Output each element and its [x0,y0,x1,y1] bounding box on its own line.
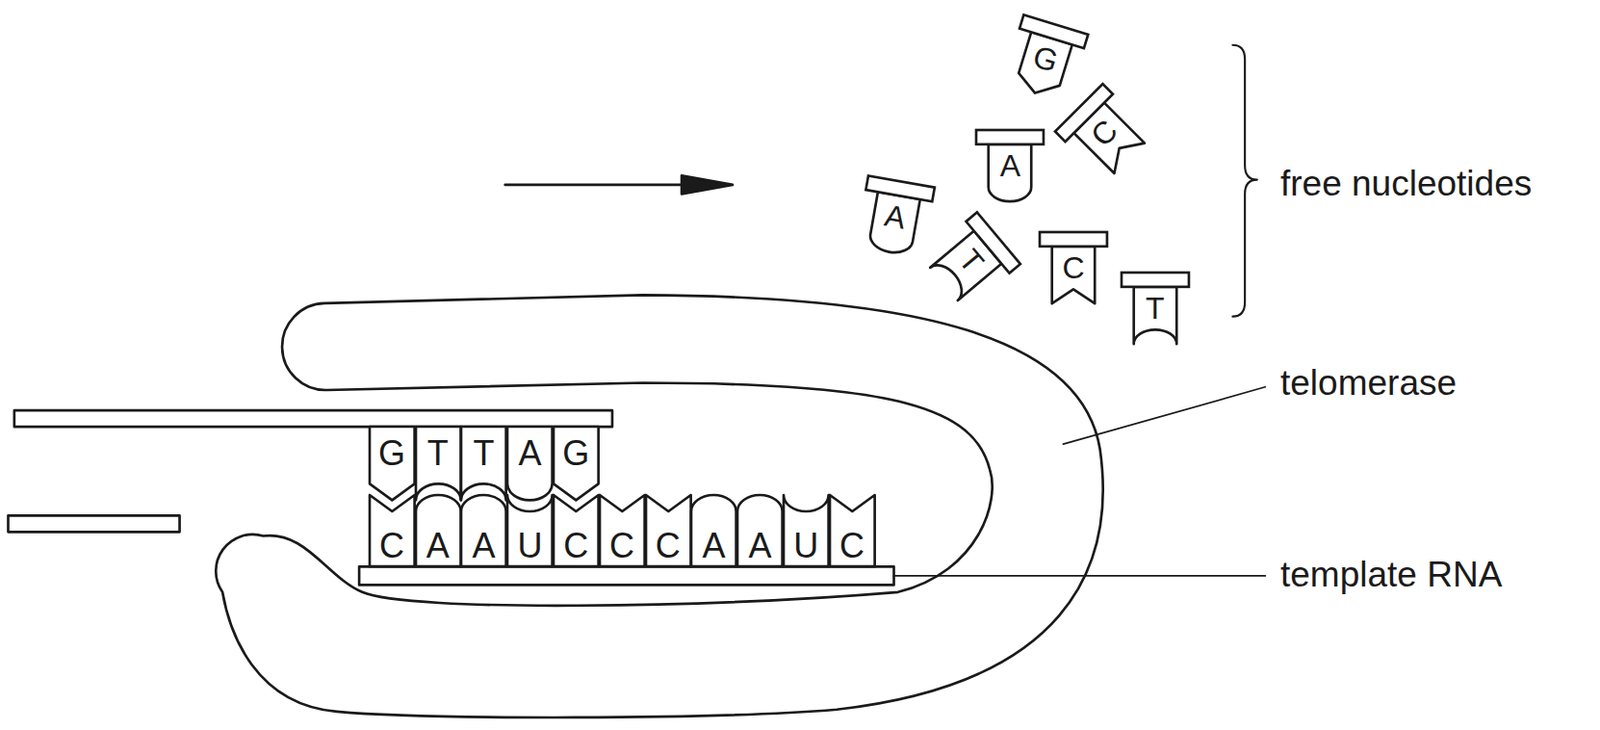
nucleotide: C [645,494,693,567]
base-letter: A [415,528,462,564]
sugar-bar [1121,272,1189,287]
base-shape [645,494,692,567]
base-group [829,494,876,567]
base-letter: T [415,436,462,471]
base-group [691,494,737,567]
nucleotide: U [783,494,830,567]
base-letter: A [691,528,737,564]
brace [1232,45,1257,317]
telomerase-outline [215,294,1103,718]
dna-strand [14,410,613,427]
base-shape [415,494,462,567]
base-group [507,494,553,567]
nucleotide: C [1055,83,1154,182]
base-shape [867,191,920,256]
rna-backbone [359,566,894,585]
base-letter: C [829,528,876,564]
base-shape [553,494,599,567]
base-letter: A [461,528,507,564]
part-label: telomerase [1280,362,1457,403]
nucleotide: G [1003,15,1089,104]
base-group [783,494,829,567]
nucleotide: C [369,494,416,567]
base-shape [599,494,646,567]
part-label: template RNA [1280,554,1502,594]
base-letter: A [507,436,553,471]
leader-line [1062,387,1265,444]
nucleotide: A [507,426,554,500]
base-group [867,191,920,256]
arrow-head [681,175,733,194]
base-group [599,494,646,567]
nucleotide: G [369,426,416,500]
nucleotide: A [691,494,738,567]
base-shape [507,426,553,500]
part-label: free nucleotides [1280,163,1532,204]
base-shape [783,494,829,567]
base-shape [461,426,507,500]
base-letter: U [783,528,829,564]
arrow-line [505,183,695,187]
base-letter: G [369,436,415,471]
base-letter: A [988,150,1033,181]
base-shape [737,494,783,567]
label-box: free nucleotides [1280,164,1532,205]
base-group [415,494,462,567]
base-letter: A [737,528,783,564]
nucleotide: G [553,426,600,500]
base-shape [691,494,737,567]
nucleotide: C [1039,232,1108,304]
dna-strand [7,515,180,532]
leader-line [894,574,1266,577]
sugar-bar [1039,232,1108,247]
base-shape [829,494,876,567]
base-shape [507,494,553,567]
base-letter: C [645,528,692,564]
base-letter: C [369,528,415,564]
base-shape [1134,286,1178,344]
nucleotide: A [976,129,1044,202]
base-group [645,494,692,567]
base-letter: C [553,528,599,564]
base-group [1134,286,1178,344]
nucleotide: T [922,212,1021,310]
base-shape [553,426,599,500]
nucleotide: C [829,494,877,567]
label-box: telomerase [1280,363,1457,404]
base-letter: G [553,436,599,471]
base-letter: C [1052,252,1096,284]
base-shape [415,426,462,500]
base-letter: U [507,528,553,564]
nucleotide: A [855,175,935,258]
base-group [369,494,415,567]
nucleotide: T [461,426,508,500]
base-shape [461,494,507,567]
base-shape [369,426,415,500]
sugar-bar [865,175,934,202]
nucleotide: A [461,494,508,567]
base-group [737,494,783,567]
base-letter: C [599,528,646,564]
sugar-bar [976,129,1044,145]
base-shape [1052,245,1096,303]
base-group [553,494,599,567]
base-group [1052,245,1096,303]
base-letter: T [461,436,507,471]
base-letter: T [1134,292,1178,324]
label-box: template RNA [1280,555,1502,595]
nucleotide: T [1121,272,1189,344]
nucleotide: A [737,494,784,567]
base-shape [369,494,415,567]
nucleotide: C [553,494,600,567]
nucleotide: A [415,494,463,567]
base-group [988,143,1033,201]
nucleotide: U [507,494,554,567]
nucleotide: C [599,494,646,567]
base-shape [988,143,1033,201]
nucleotide: T [415,426,463,500]
base-group [461,494,507,567]
